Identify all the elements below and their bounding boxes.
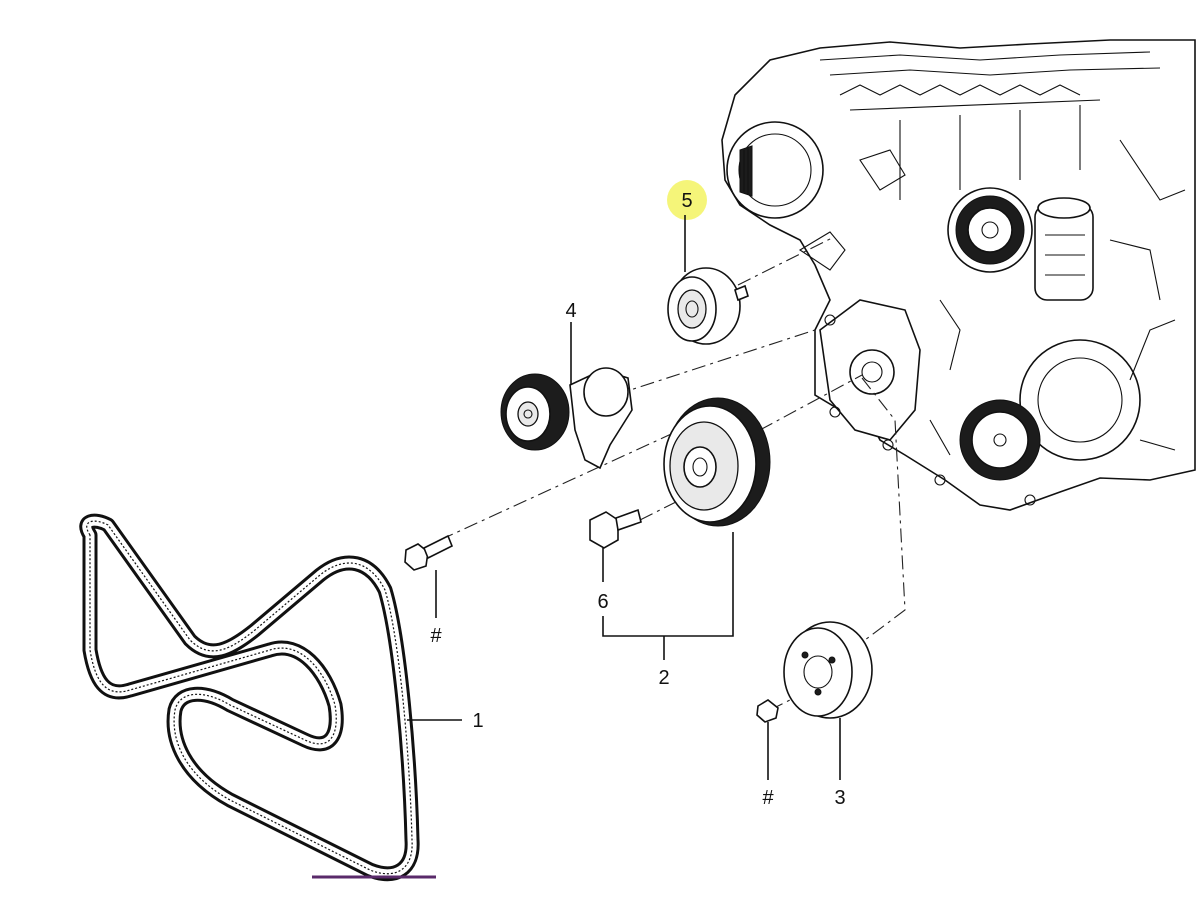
serpentine-belt [79, 513, 436, 882]
callout-highlight [667, 180, 707, 220]
callout-5: 5 [681, 190, 692, 212]
callout-1: 1 [472, 710, 483, 732]
callout-hash-right: # [762, 787, 774, 809]
leader-lines [407, 215, 841, 780]
idler-pulley [667, 267, 749, 345]
fastener-bolt-left [404, 534, 454, 571]
callout-6: 6 [597, 591, 608, 613]
belt-tensioner [500, 367, 633, 470]
callout-3: 3 [834, 787, 845, 809]
crankshaft-pulley [663, 397, 771, 527]
callout-hash-left: # [430, 625, 442, 647]
fastener-bolt-right [756, 699, 779, 723]
accessory-pulley [783, 621, 873, 719]
engine-block [721, 39, 1196, 511]
callout-4: 4 [565, 300, 576, 322]
crank-bolt [589, 508, 642, 549]
callout-2: 2 [658, 667, 669, 689]
